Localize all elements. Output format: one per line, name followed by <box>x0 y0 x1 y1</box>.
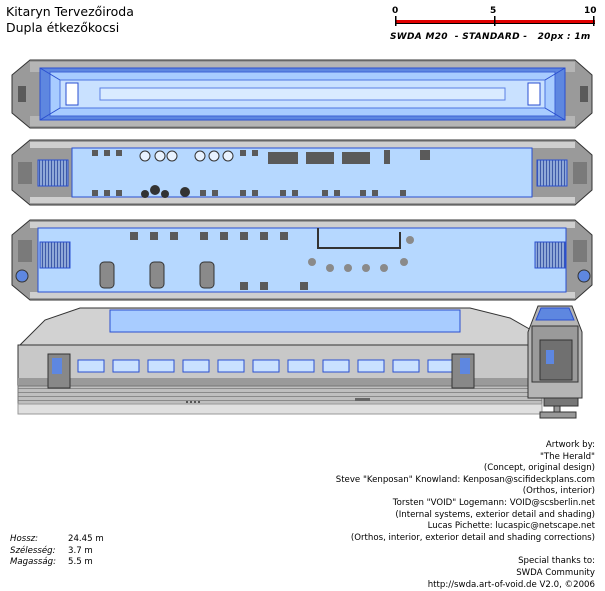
credit-line: Artwork by: <box>545 440 595 450</box>
credit-line: "The Herald" <box>539 451 595 462</box>
title-block: Kitaryn Tervezőiroda Dupla étkezőkocsi <box>6 4 134 36</box>
credit-line: (Concept, original design) <box>483 463 595 474</box>
dimensions-table: Hossz: 24.45 m Szélesség: 3.7 m Magasság: 5… <box>10 534 104 569</box>
ortho-drawings <box>11 59 593 419</box>
credit-line: (Orthos, interior) <box>522 486 595 497</box>
front-elevation <box>527 305 583 419</box>
thanks-line: Special thanks to: <box>518 556 595 567</box>
scale-bar: 0 5 10 SWDA M20 - STANDARD - 20px : 1m <box>380 4 600 54</box>
side-elevation <box>17 307 543 415</box>
spec-row: Hossz: 24.45 m <box>10 534 104 546</box>
spec-row: Szélesség: 3.7 m <box>10 546 104 558</box>
scale-tick-10: 10 <box>584 6 597 16</box>
scale-caption: SWDA M20 - STANDARD - 20px : 1m <box>390 32 591 42</box>
credit-line: (Orthos, interior, exterior detail and s… <box>350 532 595 543</box>
credit-line: Lucas Pichette: lucaspic@netscape.net <box>427 521 595 532</box>
company-name: Kitaryn Tervezőiroda <box>6 4 134 19</box>
spec-label: Szélesség: <box>10 545 56 556</box>
vehicle-name: Dupla étkezőkocsi <box>6 20 120 35</box>
spec-label: Hossz: <box>10 534 39 544</box>
scale-ruler <box>395 16 595 26</box>
spec-value: 24.45 m <box>68 534 104 544</box>
spec-label: Magasság: <box>10 557 56 568</box>
credit-line: Torsten "VOID" Logemann: VOID@scsberlin.… <box>392 497 595 508</box>
scale-tick-5: 5 <box>490 6 497 16</box>
thanks-line: SWDA Community <box>516 567 595 578</box>
credits-block: Artwork by: "The Herald" (Concept, origi… <box>275 440 595 591</box>
thanks-line: http://swda.art-of-void.de V2.0, ©2006 <box>427 579 595 590</box>
deck-roof-view <box>11 59 593 129</box>
lower-deck-plan <box>11 219 593 301</box>
spec-row: Magasság: 5.5 m <box>10 557 104 569</box>
credit-line: Steve "Kenposan" Knowland: Kenposan@scif… <box>335 474 595 485</box>
spec-value: 3.7 m <box>68 545 93 556</box>
credit-line: (Internal systems, exterior detail and s… <box>395 509 595 520</box>
upper-deck-plan <box>11 139 593 206</box>
spec-value: 5.5 m <box>68 557 93 568</box>
scale-tick-0: 0 <box>392 6 399 16</box>
